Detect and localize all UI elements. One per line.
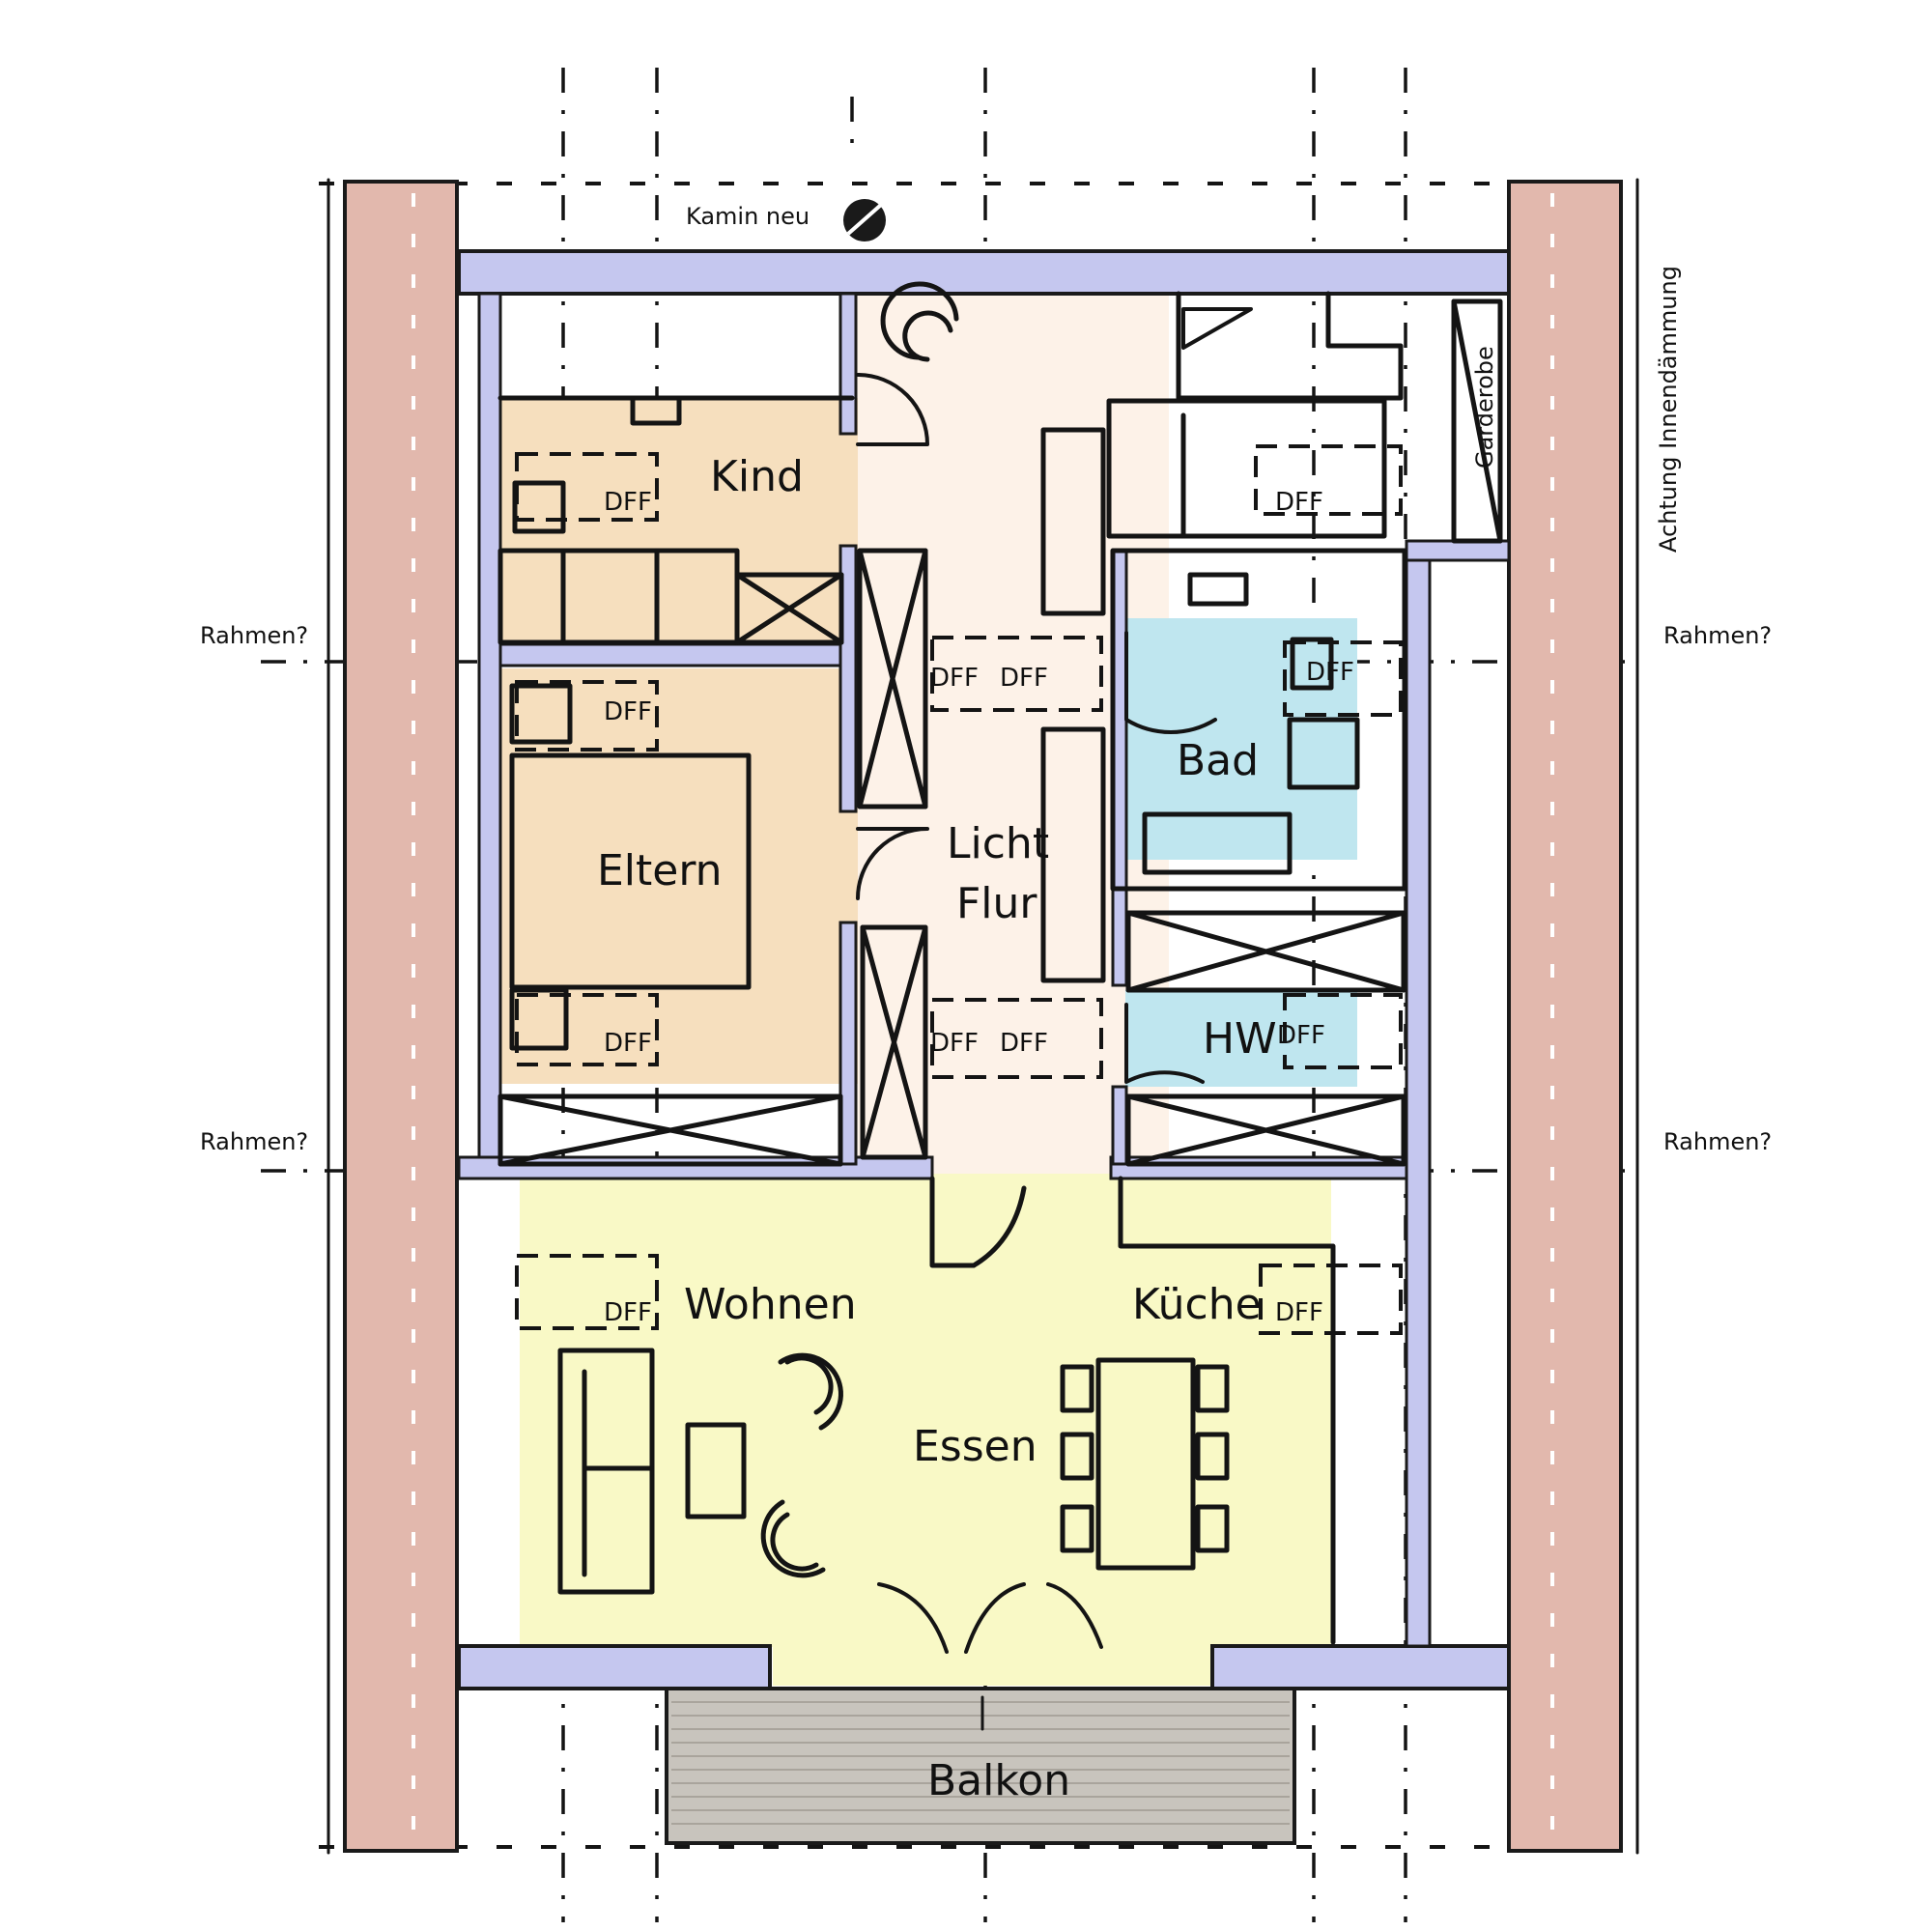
skylight-label: DFF [1275, 1298, 1323, 1327]
chimney-label: Kamin neu [686, 203, 810, 230]
room-label-hw: HW [1203, 1014, 1277, 1064]
balcony [665, 1687, 1296, 1845]
skylight-label: DFF [604, 697, 652, 726]
frame-label-left-upper: Rahmen? [200, 622, 308, 649]
armchairs [760, 281, 959, 1578]
bedroom-hall-wall-a [838, 292, 858, 436]
room-label-essen: Essen [913, 1422, 1037, 1471]
room-label-wohnen: Wohnen [684, 1280, 857, 1329]
chimney [843, 199, 886, 241]
partition-living-right [1109, 1155, 1408, 1180]
insulation-note: Achtung Innendämmung [1655, 266, 1682, 553]
west-wall-upper [477, 292, 502, 1177]
bedroom-hall-wall-b [838, 544, 858, 813]
walls [457, 249, 1511, 1690]
south-wall-left [457, 1644, 772, 1690]
bedroom-hall-wall-c [838, 921, 858, 1166]
hw-west-wall [1111, 1085, 1128, 1166]
room-label-balkon: Balkon [927, 1756, 1070, 1805]
room-label-bad: Bad [1177, 736, 1259, 785]
frame-label-left-lower: Rahmen? [200, 1128, 308, 1155]
skylight-label: DFF [930, 1029, 979, 1058]
skylight-label: DFF [604, 488, 652, 517]
skylight-label: DFF [1000, 664, 1048, 693]
north-wall [457, 249, 1511, 296]
living-fill-bottom [773, 1642, 1217, 1686]
skylight-label: DFF [1275, 488, 1323, 517]
eltern-fill [500, 668, 858, 1084]
rafter-left [327, 178, 459, 1855]
rafter-right [1507, 178, 1639, 1855]
room-label-flur-line1: Licht [947, 819, 1049, 868]
wardrobe-label: Garderobe [1471, 346, 1498, 469]
east-wall [1405, 556, 1432, 1648]
kind-eltern-wall [498, 642, 852, 667]
skylight-label: DFF [604, 1298, 652, 1327]
door-swings [856, 307, 1253, 1654]
room-label-eltern: Eltern [597, 846, 723, 895]
room-label-flur-line2: Flur [956, 879, 1037, 928]
skylight-label: DFF [930, 664, 979, 693]
room-label-kueche: Küche [1132, 1280, 1262, 1329]
skylight-label: DFF [1277, 1021, 1325, 1050]
south-wall-right [1210, 1644, 1511, 1690]
skylight-label: DFF [1000, 1029, 1048, 1058]
interior-lines [497, 291, 1503, 1645]
skylights [515, 444, 1403, 1335]
room-label-kind: Kind [710, 452, 804, 501]
skylight-label: DFF [604, 1029, 652, 1058]
hallway-fill-top [850, 295, 1169, 401]
frame-label-right-lower: Rahmen? [1663, 1128, 1772, 1155]
east-wall-top [1405, 539, 1511, 562]
skylight-label: DFF [1306, 658, 1354, 687]
frame-label-right-upper: Rahmen? [1663, 622, 1772, 649]
bad-fill [1125, 618, 1357, 860]
labels: Kamin neu Rahmen? Rahmen? Rahmen? Rahmen… [200, 203, 1772, 1805]
